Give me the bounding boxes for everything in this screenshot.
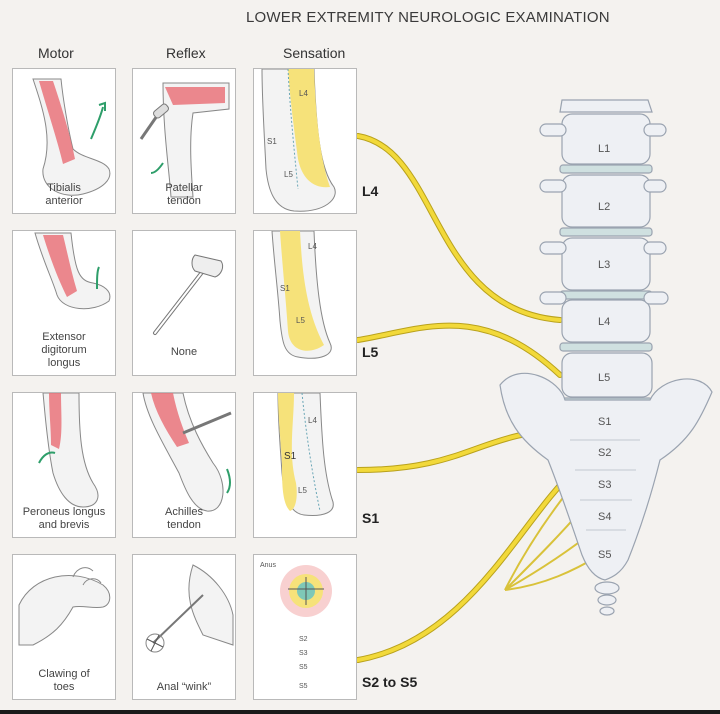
svg-text:S3: S3: [299, 650, 308, 657]
vertebra-label-L3: L3: [598, 259, 610, 271]
sacral-label-S1: S1: [598, 416, 611, 428]
sacral-label-S5: S5: [598, 549, 611, 561]
svg-text:S1: S1: [280, 284, 290, 293]
ankle-reflex-icon: [142, 393, 232, 512]
bottom-bar: [0, 710, 720, 714]
svg-text:L4: L4: [308, 416, 317, 425]
foot-toe-extension-icon: [34, 232, 111, 310]
knee-reflex-icon: [139, 82, 230, 198]
clawed-toes-icon: [18, 567, 111, 646]
svg-text:S5: S5: [299, 683, 308, 690]
sensation-panel-perianal: Anus S2 S3 S5 S5: [253, 554, 357, 700]
svg-text:S1: S1: [267, 137, 277, 146]
sensation-panel-L4: L4 S1 L5: [253, 68, 357, 214]
reflex-hammer-icon: [153, 254, 224, 335]
column-header-reflex: Reflex: [166, 45, 206, 61]
vertebra-label-L5: L5: [598, 372, 610, 384]
reflex-caption: Anal “wink”: [156, 681, 212, 693]
svg-text:L4: L4: [299, 89, 308, 98]
leg-dermatome-icon: L4 S1 L5: [261, 69, 336, 212]
vertebra-label-L1: L1: [598, 143, 610, 155]
svg-text:L4: L4: [308, 242, 317, 251]
sacral-label-S2: S2: [598, 447, 611, 459]
level-label-L4: L4: [362, 183, 379, 199]
vertebra-label-L2: L2: [598, 201, 610, 213]
column-header-motor: Motor: [38, 45, 74, 61]
reflex-caption: None: [170, 346, 198, 358]
foot-dorsiflexion-icon: [32, 78, 111, 196]
perianal-dermatome-icon: Anus S2 S3 S5 S5: [260, 562, 332, 690]
anal-wink-icon: [145, 564, 234, 653]
sacral-label-S3: S3: [598, 479, 611, 491]
svg-text:Anus: Anus: [260, 562, 276, 569]
svg-text:S1: S1: [284, 451, 297, 462]
vertebra-label-L4: L4: [598, 316, 610, 328]
page-title: LOWER EXTREMITY NEUROLOGIC EXAMINATION: [246, 9, 610, 26]
sensation-panel-L5: L4 S1 L5: [253, 230, 357, 376]
leg-dermatome-icon: L4 S1 L5: [271, 231, 332, 359]
level-label-S2-S5: S2 to S5: [362, 674, 418, 690]
sensation-panel-S1: S1 L4 L5: [253, 392, 357, 538]
svg-text:S5: S5: [299, 664, 308, 671]
level-label-S1: S1: [362, 510, 380, 526]
column-header-sensation: Sensation: [283, 45, 346, 61]
level-label-L5: L5: [362, 344, 379, 360]
svg-text:L5: L5: [296, 316, 305, 325]
reflex-panel-anal-wink: Anal “wink”: [132, 554, 236, 700]
reflex-panel-none: None: [132, 230, 236, 376]
sacral-label-S4: S4: [598, 511, 611, 523]
svg-text:S2: S2: [299, 636, 308, 643]
svg-text:L5: L5: [284, 170, 293, 179]
leg-dermatome-icon: S1 L4 L5: [277, 393, 334, 516]
svg-text:L5: L5: [298, 486, 307, 495]
foot-eversion-icon: [38, 393, 99, 508]
